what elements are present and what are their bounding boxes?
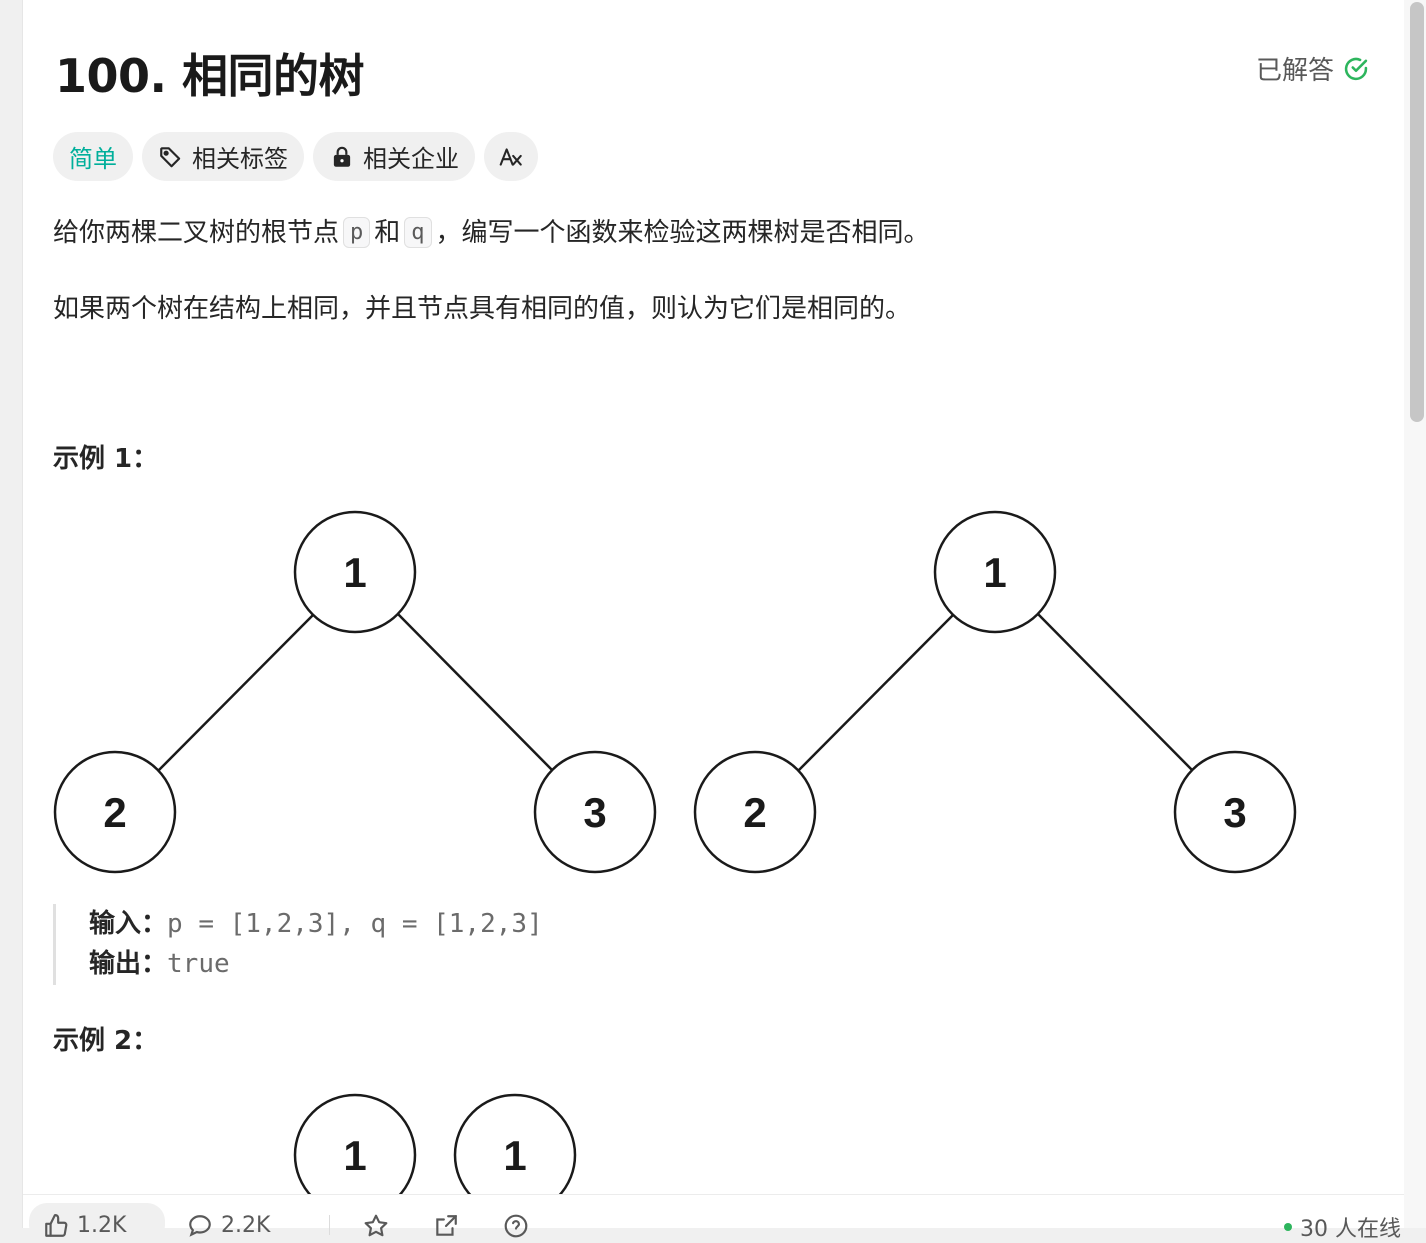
example-1-io: 输入：p = [1,2,3], q = [1,2,3] 输出：true xyxy=(53,904,543,985)
help-icon xyxy=(504,1214,528,1238)
topics-tag-label: 相关标签 xyxy=(192,145,288,173)
inline-code-q: q xyxy=(404,217,432,248)
help-button[interactable] xyxy=(503,1213,529,1239)
tree-node-root xyxy=(933,510,1057,634)
translate-icon xyxy=(499,147,522,166)
divider xyxy=(329,1215,330,1235)
tree-node-value: 2 xyxy=(743,789,766,836)
comment-icon xyxy=(189,1215,211,1237)
online-indicator: 30 人在线 xyxy=(1284,1211,1401,1243)
translate-button[interactable] xyxy=(484,132,538,181)
comment-count: 2.2K xyxy=(221,1213,271,1238)
comment-button[interactable]: 2.2K xyxy=(187,1213,270,1239)
bottom-action-bar: 1.2K 2.2K xyxy=(23,1194,1405,1243)
example-1-tree-q xyxy=(693,510,1297,874)
difficulty-label: 简单 xyxy=(69,145,117,173)
scrollbar-thumb[interactable] xyxy=(1410,2,1424,422)
tree-node-right xyxy=(1173,750,1297,874)
topics-tag-button[interactable]: 相关标签 xyxy=(142,132,304,181)
companies-tag-button[interactable]: 相关企业 xyxy=(313,132,475,181)
like-count: 1.2K xyxy=(77,1213,127,1238)
example-1-output: 输出：true xyxy=(89,949,230,979)
thumb-up-icon xyxy=(45,1214,68,1237)
example-1-image: 1 2 3 1 2 3 xyxy=(53,510,1297,874)
inline-code-p: p xyxy=(343,217,371,248)
tree-node-value: 1 xyxy=(343,1132,366,1179)
check-circle-icon xyxy=(1344,57,1368,80)
tag-row: 简单 相关标签 相关企业 xyxy=(53,132,538,181)
tree-node-value: 3 xyxy=(1223,789,1246,836)
star-icon xyxy=(364,1214,388,1237)
example-2-title: 示例 2： xyxy=(53,1026,159,1056)
tree-node-value: 3 xyxy=(583,789,606,836)
vertical-scrollbar[interactable] xyxy=(1404,0,1426,1228)
share-icon xyxy=(436,1215,457,1236)
tree-node-value: 1 xyxy=(343,549,366,596)
difficulty-badge[interactable]: 简单 xyxy=(53,132,133,181)
lock-icon xyxy=(333,146,351,167)
problem-description-panel: 100. 相同的树 已解答 简单 相关标签 相关企业 xyxy=(22,0,1405,1243)
tree-node-right xyxy=(533,750,657,874)
share-button[interactable] xyxy=(433,1213,459,1239)
favorite-button[interactable] xyxy=(363,1213,389,1239)
tag-icon xyxy=(160,146,181,167)
example-1-input: 输入：p = [1,2,3], q = [1,2,3] xyxy=(89,909,543,939)
example-1-tree-p xyxy=(53,510,657,874)
tree-node-value: 1 xyxy=(983,549,1006,596)
online-dot-icon xyxy=(1284,1223,1292,1231)
companies-tag-label: 相关企业 xyxy=(363,145,459,173)
tree-node-left xyxy=(53,750,177,874)
example-1-title: 示例 1： xyxy=(53,444,159,474)
tree-node-value: 2 xyxy=(103,789,126,836)
like-button[interactable]: 1.2K xyxy=(29,1203,165,1243)
tree-node-root xyxy=(293,510,417,634)
example-2-image: 1 1 xyxy=(293,1093,577,1217)
description-paragraph-2: 如果两个树在结构上相同，并且节点具有相同的值，则认为它们是相同的。 xyxy=(53,294,912,324)
tree-node-value: 1 xyxy=(503,1132,526,1179)
tree-node-left xyxy=(693,750,817,874)
solved-status: 已解答 xyxy=(1256,50,1370,87)
page-title: 100. 相同的树 xyxy=(55,49,365,103)
online-count: 30 人在线 xyxy=(1300,1217,1401,1242)
status-label: 已解答 xyxy=(1255,56,1334,86)
